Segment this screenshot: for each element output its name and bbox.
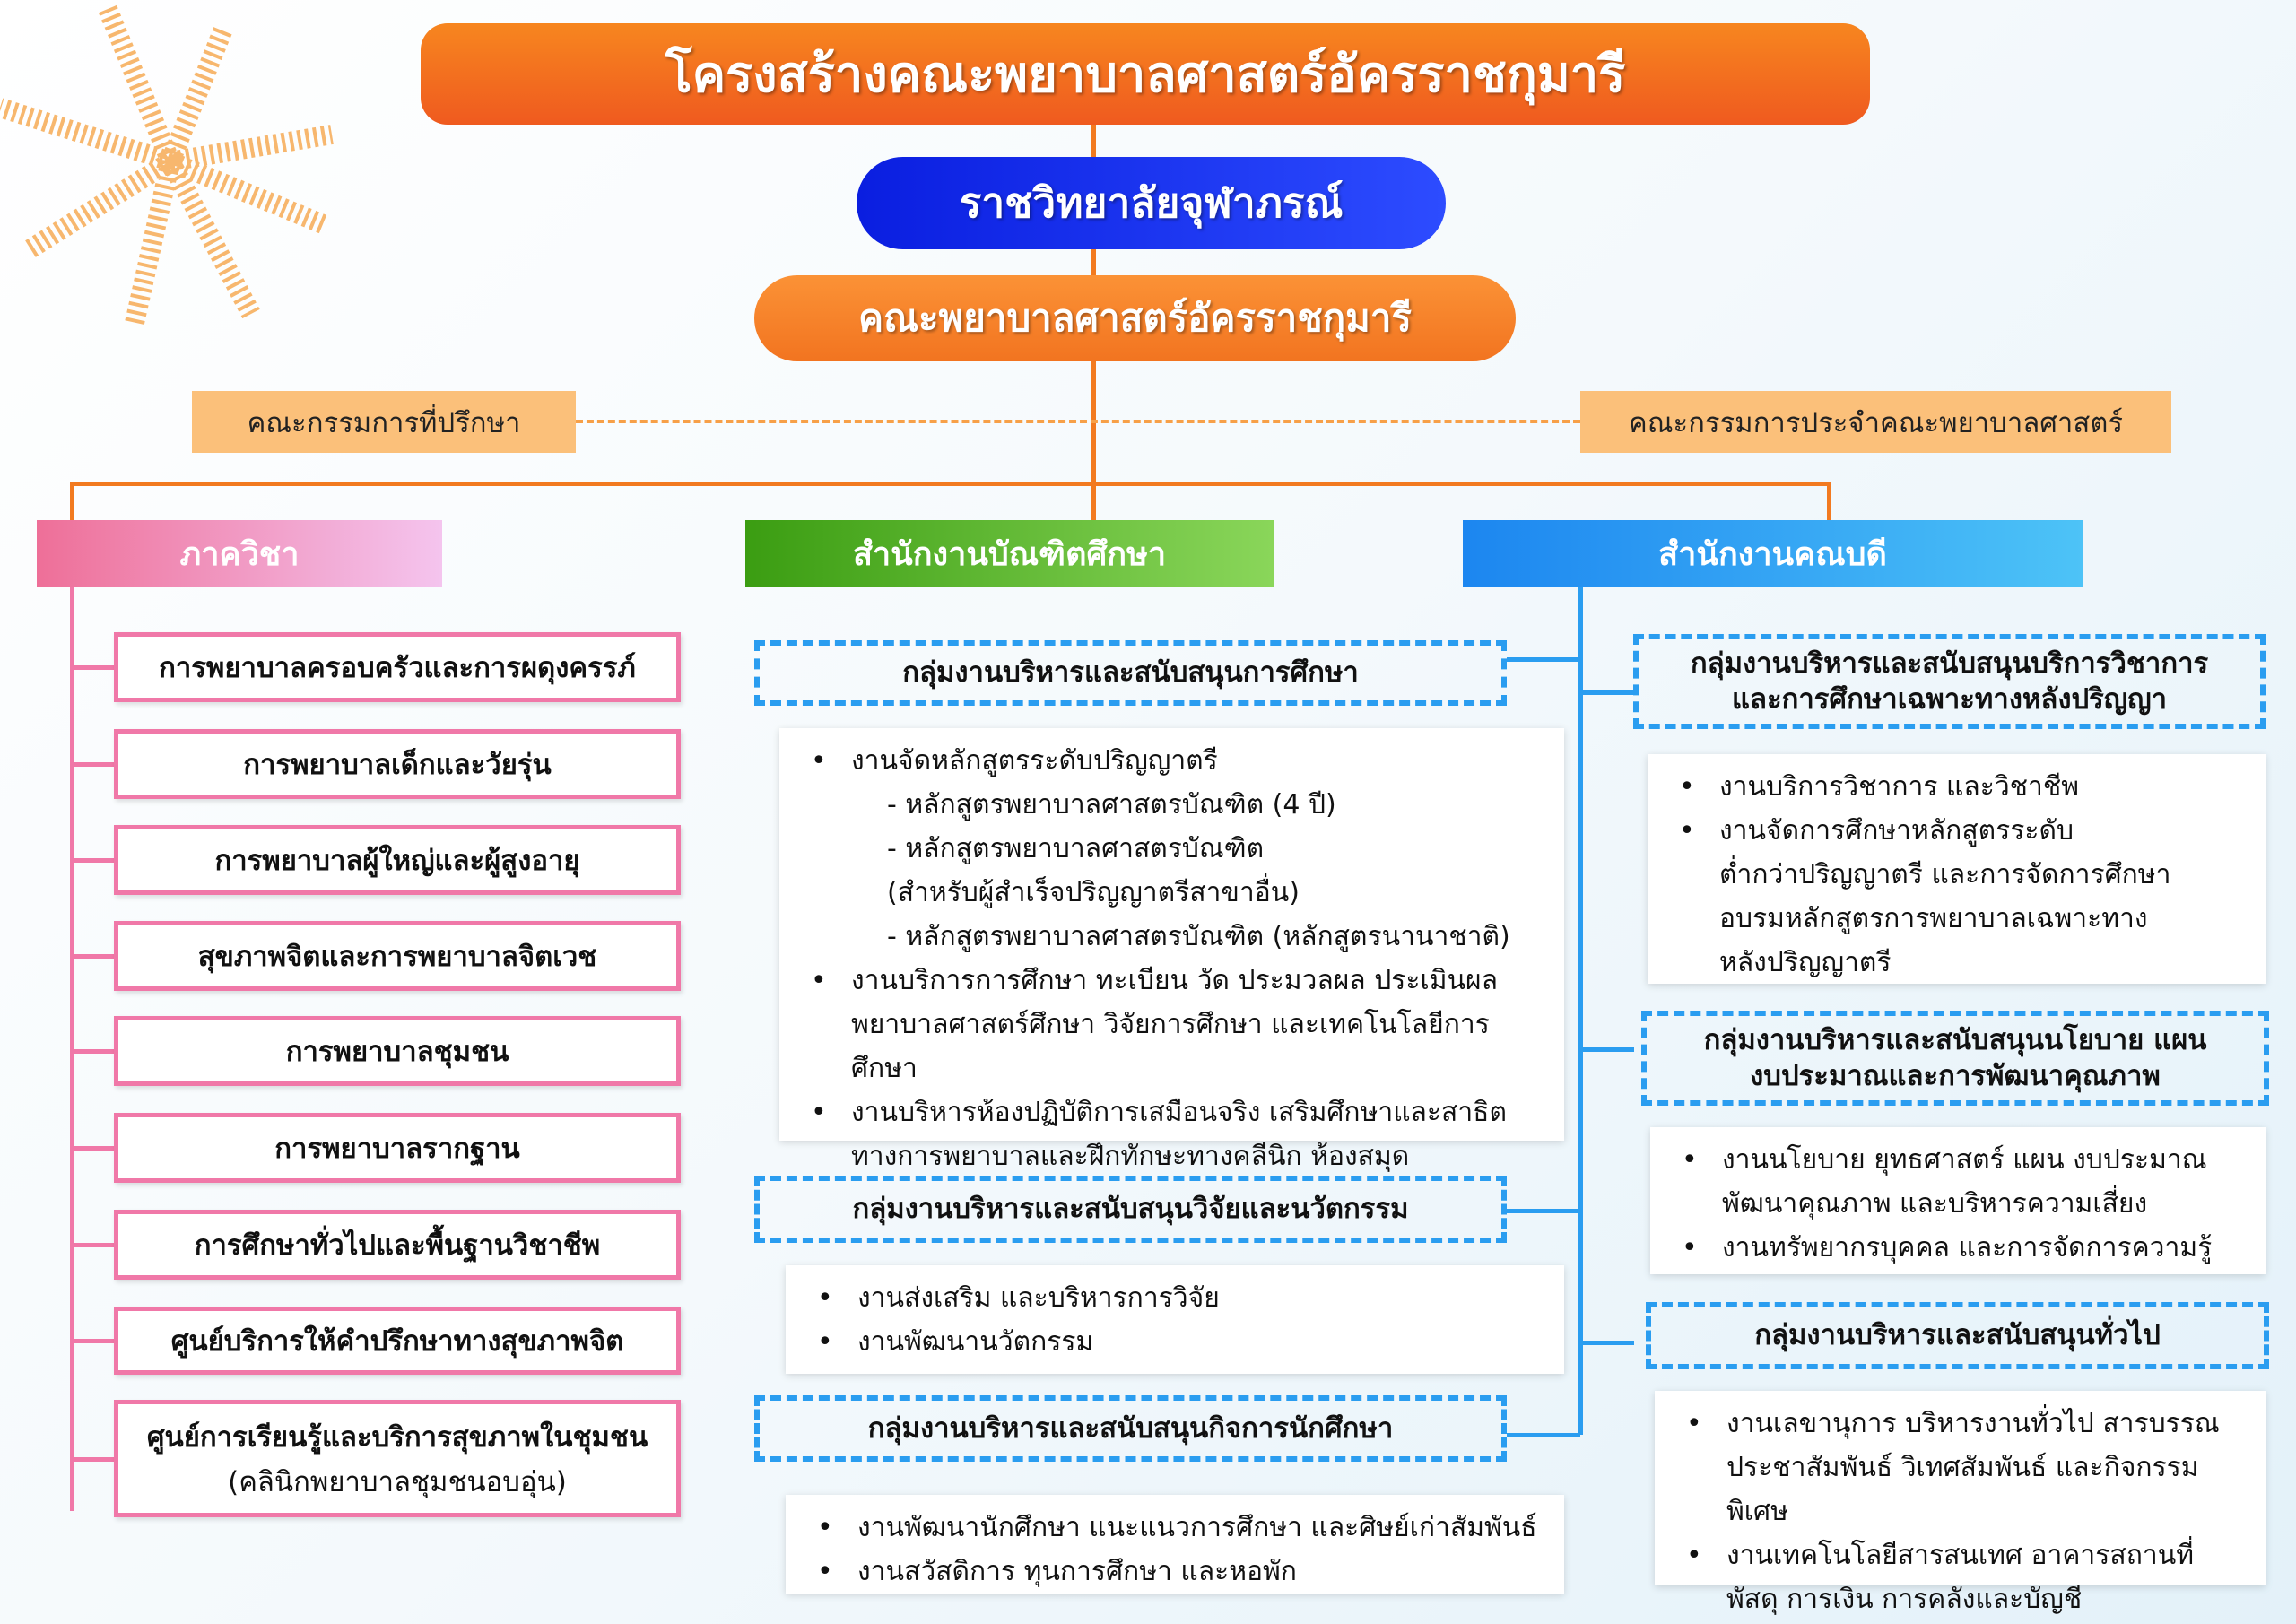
department-name: การพยาบาลเด็กและวัยรุ่น xyxy=(243,749,552,781)
connector-drop xyxy=(1827,482,1831,522)
task-item: พัสดุ การเงิน การคลังและบัญชี xyxy=(1726,1584,2083,1615)
group-title: กลุ่มงานบริหารและสนับสนุนทั่วไป xyxy=(1754,1319,2161,1352)
task-item: งานบริการวิชาการ และวิชาชีพ xyxy=(1670,765,2248,809)
task-item: งานสวัสดิการ ทุนการศึกษา และหอพัก xyxy=(808,1550,1546,1594)
group-title-box: กลุ่มงานบริหารและสนับสนุนการศึกษา xyxy=(754,640,1507,706)
department-name: การพยาบาลชุมชน xyxy=(285,1036,509,1068)
group-title-box: กลุ่มงานบริหารและสนับสนุนวิจัยและนวัตกรร… xyxy=(754,1176,1507,1243)
department-name: ศูนย์บริการให้คำปรึกษาทางสุขภาพจิต xyxy=(170,1325,624,1358)
department-box: การศึกษาทั่วไปและพื้นฐานวิชาชีพ xyxy=(114,1210,681,1280)
branch xyxy=(1507,1433,1580,1437)
college-node: ราชวิทยาลัยจุฬาภรณ์ xyxy=(857,157,1446,249)
department-box: สุขภาพจิตและการพยาบาลจิตเวช xyxy=(114,921,681,991)
group-title: กลุ่มงานบริหารและสนับสนุนวิจัยและนวัตกรร… xyxy=(852,1193,1409,1226)
connector-committees xyxy=(576,420,1580,423)
group-title-line2: และการศึกษาเฉพาะทางหลังปริญญา xyxy=(1731,683,2168,716)
task-item: งานเลขานุการ บริหารงานทั่วไป สารบรรณ xyxy=(1677,1402,2248,1446)
task-item: งานจัดหลักสูตรระดับปริญญาตรี xyxy=(802,739,1546,783)
task-item: - หลักสูตรพยาบาลศาสตรบัณฑิต (หลักสูตรนาน… xyxy=(887,921,1510,952)
task-item: งานพัฒนานวัตกรรม xyxy=(808,1320,1546,1364)
page-title: โครงสร้างคณะพยาบาลศาสตร์อัครราชกุมารี xyxy=(421,23,1870,125)
department-box: การพยาบาลผู้ใหญ่และผู้สูงอายุ xyxy=(114,825,681,895)
group-title-box: กลุ่มงานบริหารและสนับสนุนทั่วไป xyxy=(1646,1302,2269,1369)
group-title-box: กลุ่มงานบริหารและสนับสนุนกิจการนักศึกษา xyxy=(754,1395,1507,1462)
department-name: การศึกษาทั่วไปและพื้นฐานวิชาชีพ xyxy=(194,1229,601,1262)
task-item: ประชาสัมพันธ์ วิเทศสัมพันธ์ และกิจกรรมพิ… xyxy=(1726,1452,2199,1527)
task-item: (สำหรับผู้สำเร็จปริญญาตรีสาขาอื่น) xyxy=(887,877,1300,908)
departments-header: ภาควิชา xyxy=(37,520,442,587)
task-item: - หลักสูตรพยาบาลศาสตรบัณฑิต (4 ปี) xyxy=(887,789,1336,821)
group-tasks-box: งานนโยบาย ยุทธศาสตร์ แผน งบประมาณพัฒนาคุ… xyxy=(1650,1127,2266,1274)
group-tasks-box: งานส่งเสริม และบริหารการวิจัยงานพัฒนานวั… xyxy=(786,1265,1564,1374)
group-title: กลุ่มงานบริหารและสนับสนุนบริการวิชาการ xyxy=(1690,647,2209,680)
connector-drop xyxy=(70,482,74,522)
department-box: ศูนย์บริการให้คำปรึกษาทางสุขภาพจิต xyxy=(114,1307,681,1375)
task-item: ต่ำกว่าปริญญาตรี และการจัดการศึกษา xyxy=(1719,859,2171,890)
star-logo-decoration xyxy=(0,4,334,326)
branch xyxy=(70,1456,115,1462)
branch xyxy=(70,762,115,767)
department-box: การพยาบาลรากฐาน xyxy=(114,1113,681,1183)
connector-dean xyxy=(1578,587,1583,1435)
group-title: กลุ่มงานบริหารและสนับสนุนการศึกษา xyxy=(902,656,1359,690)
advisory-committee: คณะกรรมการที่ปรึกษา xyxy=(192,391,576,453)
department-box: ศูนย์การเรียนรู้และบริการสุขภาพในชุมชน (ค… xyxy=(114,1400,681,1517)
faculty-node: คณะพยาบาลศาสตร์อัครราชกุมารี xyxy=(754,275,1516,361)
task-item: งานนโยบาย ยุทธศาสตร์ แผน งบประมาณ xyxy=(1673,1138,2248,1182)
branch xyxy=(70,665,115,670)
task-item: ทางการพยาบาลและฝึกทักษะทางคลีนิก ห้องสมุ… xyxy=(851,1141,1410,1172)
dean-office-header: สำนักงานคณบดี xyxy=(1463,520,2083,587)
group-tasks-box: งานเลขานุการ บริหารงานทั่วไป สารบรรณประช… xyxy=(1655,1391,2266,1615)
task-item: พยาบาลศาสตร์ศึกษา วิจัยการศึกษา และเทคโน… xyxy=(851,1009,1490,1084)
task-item: งานพัฒนานักศึกษา แนะแนวการศึกษา และศิษย์… xyxy=(808,1506,1546,1550)
group-tasks-box: งานพัฒนานักศึกษา แนะแนวการศึกษา และศิษย์… xyxy=(786,1495,1564,1594)
faculty-committee: คณะกรรมการประจำคณะพยาบาลศาสตร์ xyxy=(1580,391,2171,453)
department-box: การพยาบาลเด็กและวัยรุ่น xyxy=(114,729,681,799)
task-item: อบรมหลักสูตรการพยาบาลเฉพาะทาง xyxy=(1719,903,2148,934)
group-title: กลุ่มงานบริหารและสนับสนุนกิจการนักศึกษา xyxy=(867,1411,1394,1445)
branch xyxy=(1580,1047,1634,1052)
branch xyxy=(70,1243,115,1247)
task-item: หลังปริญญาตรี xyxy=(1719,947,1892,978)
department-name: การพยาบาลครอบครัวและการผดุงครรภ์ xyxy=(159,652,636,684)
branch xyxy=(1507,657,1580,662)
connector-columns xyxy=(70,482,1831,486)
task-item: งานส่งเสริม และบริหารการวิจัย xyxy=(808,1276,1546,1320)
graduate-office-header: สำนักงานบัณฑิตศึกษา xyxy=(745,520,1274,587)
department-name: การพยาบาลรากฐาน xyxy=(274,1133,520,1165)
task-item: งานทรัพยากรบุคคล และการจัดการความรู้ xyxy=(1673,1226,2248,1270)
group-title: กลุ่มงานบริหารและสนับสนุนนโยบาย แผน xyxy=(1703,1023,2207,1056)
task-item: งานบริการการศึกษา ทะเบียน วัด ประมวลผล ป… xyxy=(802,959,1546,1003)
group-title-box: กลุ่มงานบริหารและสนับสนุนนโยบาย แผนงบประ… xyxy=(1641,1011,2269,1106)
group-tasks-box: งานบริการวิชาการ และวิชาชีพงานจัดการศึกษ… xyxy=(1648,754,2266,984)
branch xyxy=(70,1339,115,1343)
department-name: สุขภาพจิตและการพยาบาลจิตเวช xyxy=(197,941,597,973)
task-item: งานบริหารห้องปฏิบัติการเสมือนจริง เสริมศ… xyxy=(802,1090,1546,1134)
department-box: การพยาบาลชุมชน xyxy=(114,1016,681,1086)
branch xyxy=(1580,690,1634,695)
branch xyxy=(70,1146,115,1151)
task-item: - หลักสูตรพยาบาลศาสตรบัณฑิต xyxy=(887,833,1265,864)
group-title-line2: งบประมาณและการพัฒนาคุณภาพ xyxy=(1750,1060,2161,1092)
task-item: งานจัดการศึกษาหลักสูตรระดับ xyxy=(1670,809,2248,853)
department-name: ศูนย์การเรียนรู้และบริการสุขภาพในชุมชน xyxy=(146,1420,648,1454)
branch xyxy=(1507,1209,1580,1213)
connector-drop xyxy=(1091,482,1096,522)
group-title-box: กลุ่มงานบริหารและสนับสนุนบริการวิชาการแล… xyxy=(1633,634,2266,729)
task-item: งานเทคโนโลยีสารสนเทศ อาคารสถานที่ xyxy=(1677,1533,2248,1577)
branch xyxy=(70,954,115,959)
branch xyxy=(1580,1341,1634,1345)
department-subtitle: (คลินิกพยาบาลชุมชนอบอุ่น) xyxy=(228,1465,567,1498)
group-tasks-box: งานจัดหลักสูตรระดับปริญญาตรี - หลักสูตรพย… xyxy=(779,728,1564,1172)
branch xyxy=(70,858,115,863)
department-name: การพยาบาลผู้ใหญ่และผู้สูงอายุ xyxy=(214,845,580,877)
branch xyxy=(70,1049,115,1054)
task-item: พัฒนาคุณภาพ และบริหารความเสี่ยง xyxy=(1722,1188,2148,1220)
department-box: การพยาบาลครอบครัวและการผดุงครรภ์ xyxy=(114,632,681,702)
